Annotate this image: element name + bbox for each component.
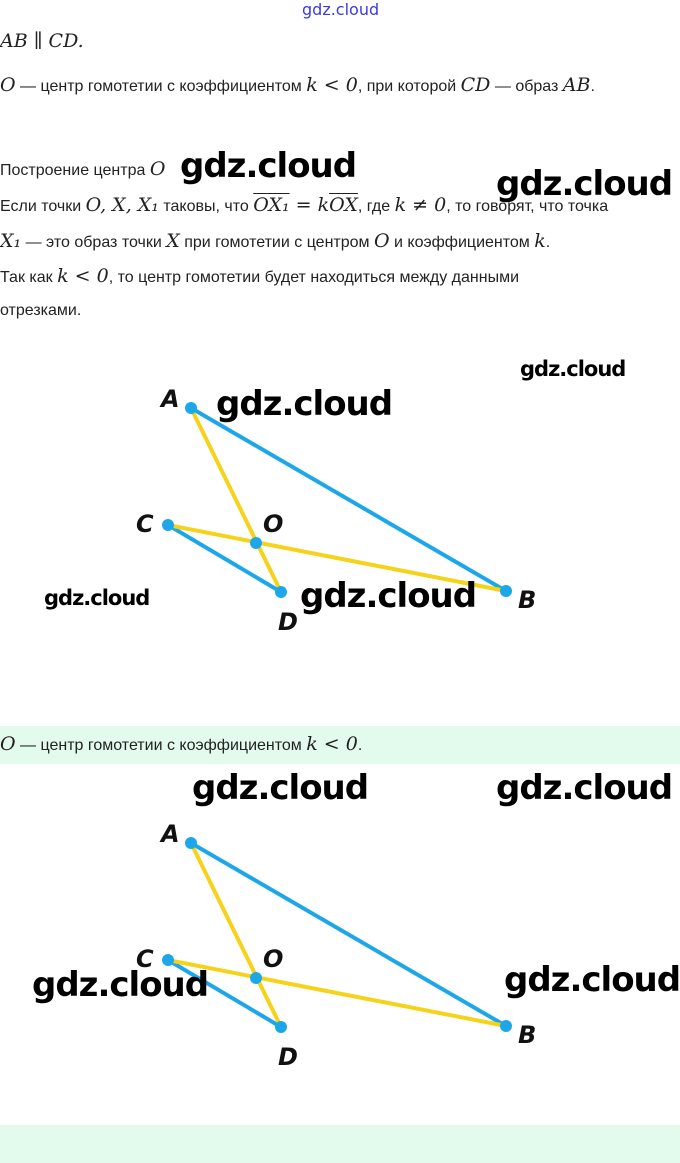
watermark: gdz.cloud: [180, 146, 357, 186]
segment-ad: [189, 407, 283, 593]
point-d: [275, 1021, 287, 1033]
label-d: D: [278, 1043, 298, 1071]
watermark: gdz.cloud: [44, 586, 150, 610]
label-d: D: [278, 608, 298, 636]
point-o: [250, 972, 262, 984]
watermark: gdz.cloud: [192, 768, 369, 808]
answer-line: O — центр гомотетии с коэффициентом k < …: [0, 733, 363, 755]
label-c: C: [136, 945, 154, 973]
point-o: [250, 537, 262, 549]
label-o: O: [263, 945, 283, 973]
point-b: [500, 1020, 512, 1032]
segment-cb: [167, 523, 507, 593]
label-b: B: [518, 1021, 536, 1049]
point-a: [185, 837, 197, 849]
label-b: B: [518, 586, 536, 614]
construction-line-1: Если точки O, X, X₁ таковы, что OX₁ = kO…: [0, 194, 609, 216]
watermark: gdz.cloud: [32, 965, 209, 1005]
bottom-band: [0, 1125, 680, 1163]
construction-line-2: X₁ — это образ точки X при гомотетии с ц…: [0, 230, 551, 252]
segment-ab: [189, 406, 508, 593]
diagram-1: A B C D O: [136, 385, 536, 636]
point-b: [500, 585, 512, 597]
construction-line-4: отрезками.: [0, 302, 82, 319]
segment-cd: [166, 958, 283, 1029]
given-line: AB ∥ CD.: [0, 30, 84, 52]
segment-ab: [189, 841, 508, 1028]
statement-line: O — центр гомотетии с коэффициентом k < …: [0, 74, 595, 96]
segment-cb: [167, 958, 507, 1028]
answer-band: [0, 726, 680, 764]
segment-cd: [166, 523, 283, 594]
point-c: [162, 519, 174, 531]
diagram-2: A B C D O: [136, 820, 536, 1071]
watermark: gdz.cloud: [216, 384, 393, 424]
watermark: gdz.cloud: [520, 357, 626, 381]
label-c: C: [136, 510, 154, 538]
watermark: gdz.cloud: [496, 164, 673, 204]
watermark: gdz.cloud: [300, 576, 477, 616]
segment-ad: [189, 842, 283, 1028]
watermark: gdz.cloud: [504, 960, 680, 1000]
label-a: A: [159, 820, 180, 848]
construction-line-3: Так как k < 0, то центр гомотетии будет …: [0, 265, 520, 287]
point-d: [275, 586, 287, 598]
point-c: [162, 954, 174, 966]
construction-title: Построение центра O: [0, 158, 166, 180]
watermark-top[interactable]: gdz.cloud: [302, 0, 380, 19]
label-a: A: [159, 385, 180, 413]
watermark: gdz.cloud: [496, 768, 673, 808]
point-a: [185, 402, 197, 414]
label-o: O: [263, 510, 283, 538]
